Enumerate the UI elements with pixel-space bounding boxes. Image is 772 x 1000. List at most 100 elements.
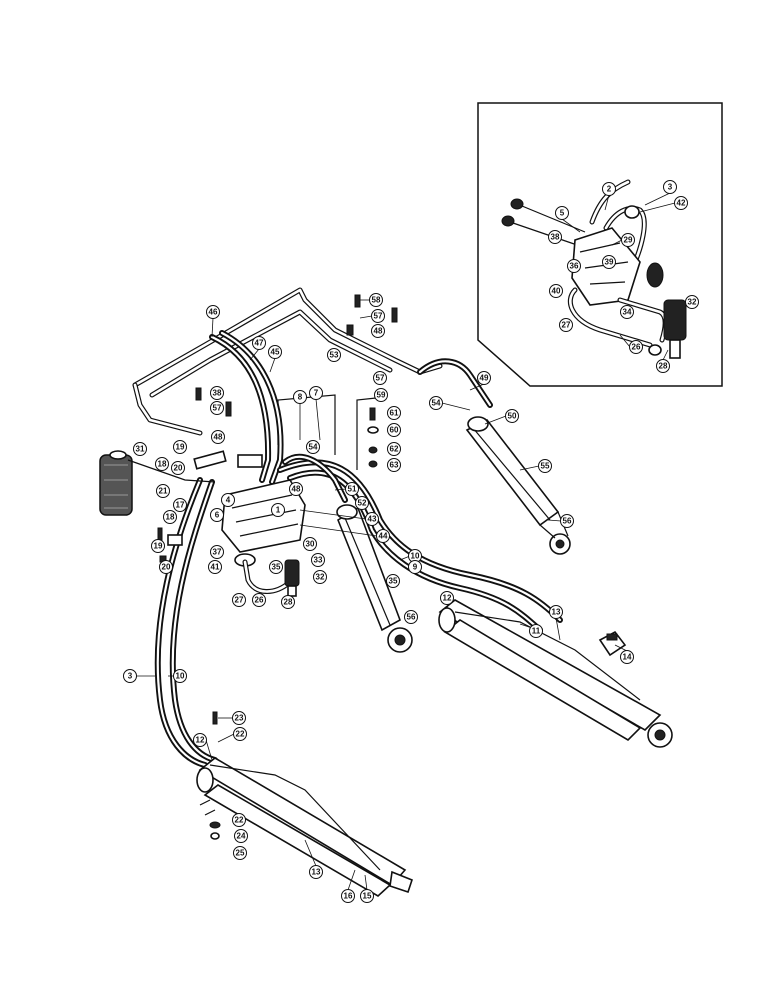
tube-frame [132, 287, 443, 470]
callout-number: 11 [532, 627, 541, 636]
callout-number: 53 [330, 351, 339, 360]
callout-circle [289, 482, 303, 496]
callout-60: 60 [387, 423, 401, 437]
callout-number: 48 [374, 327, 383, 336]
callout-circle [327, 348, 341, 362]
callout-number: 27 [562, 321, 571, 330]
callout-circle [548, 230, 562, 244]
callout-number: 28 [284, 598, 293, 607]
callout-circle [602, 255, 616, 269]
callout-circle [373, 371, 387, 385]
callout-48: 48 [211, 430, 225, 444]
callout-number: 7 [314, 389, 319, 398]
callout-circle [529, 624, 543, 638]
callout-27: 27 [232, 593, 246, 607]
callout-number: 48 [214, 433, 223, 442]
callout-number: 57 [374, 312, 383, 321]
callout-49: 49 [477, 371, 491, 385]
callout-circle [685, 295, 699, 309]
callout-circle [602, 182, 616, 196]
callout-number: 32 [688, 298, 697, 307]
callout-number: 26 [632, 343, 641, 352]
callout-16: 16 [341, 889, 355, 903]
callout-44: 44 [376, 529, 390, 543]
callout-circle [374, 388, 388, 402]
callout-circle [408, 560, 422, 574]
callout-13: 13 [309, 865, 323, 879]
callout-number: 26 [255, 596, 264, 605]
callout-circle [151, 539, 165, 553]
callout-number: 1 [276, 506, 281, 515]
callout-circle [171, 461, 185, 475]
callout-circle [404, 610, 418, 624]
callout-3: 3 [123, 669, 137, 683]
callout-circle [173, 669, 187, 683]
callout-circle [133, 442, 147, 456]
callout-circle [440, 591, 454, 605]
callout-18: 18 [155, 457, 169, 471]
callout-3: 3 [663, 180, 677, 194]
callout-number: 22 [236, 730, 245, 739]
callout-23: 23 [232, 711, 246, 725]
callout-number: 56 [563, 517, 572, 526]
callout-54: 54 [306, 440, 320, 454]
callout-number: 55 [541, 462, 550, 471]
callout-number: 42 [677, 199, 686, 208]
callout-circle [155, 457, 169, 471]
callout-circle [211, 430, 225, 444]
callout-number: 18 [166, 513, 175, 522]
callout-circle [208, 560, 222, 574]
callout-40: 40 [549, 284, 563, 298]
callout-number: 9 [413, 563, 418, 572]
callout-37: 37 [210, 545, 224, 559]
callout-2: 2 [602, 182, 616, 196]
callout-circle [538, 459, 552, 473]
callout-number: 45 [271, 348, 280, 357]
callout-circle [311, 553, 325, 567]
callout-circle [371, 309, 385, 323]
callout-number: 25 [236, 849, 245, 858]
callout-26: 26 [629, 340, 643, 354]
callout-circle [210, 508, 224, 522]
callout-circle [156, 484, 170, 498]
callout-number: 57 [213, 404, 222, 413]
callout-number: 12 [196, 736, 205, 745]
callout-28: 28 [281, 595, 295, 609]
callout-28: 28 [656, 359, 670, 373]
callout-number: 34 [623, 308, 632, 317]
callout-number: 17 [176, 501, 185, 510]
callout-circle [621, 233, 635, 247]
callout-number: 13 [312, 868, 321, 877]
callout-circle [233, 727, 247, 741]
callout-number: 57 [376, 374, 385, 383]
callout-number: 6 [215, 511, 220, 520]
callout-circle [123, 669, 137, 683]
callout-circle [387, 423, 401, 437]
callout-number: 39 [605, 258, 614, 267]
callout-number: 20 [162, 563, 171, 572]
callout-17: 17 [173, 498, 187, 512]
callout-46: 46 [206, 305, 220, 319]
callout-26: 26 [252, 593, 266, 607]
callout-35: 35 [386, 574, 400, 588]
callout-circle [560, 514, 574, 528]
callout-32: 32 [313, 570, 327, 584]
callout-12: 12 [193, 733, 207, 747]
callout-circle [159, 560, 173, 574]
callout-number: 58 [372, 296, 381, 305]
callout-circle [360, 889, 374, 903]
callout-number: 10 [411, 552, 420, 561]
callout-circle [620, 650, 634, 664]
callout-circle [555, 206, 569, 220]
callout-53: 53 [327, 348, 341, 362]
callout-number: 35 [272, 563, 281, 572]
callout-51: 51 [345, 482, 359, 496]
callout-number: 20 [174, 464, 183, 473]
callout-number: 22 [235, 816, 244, 825]
callout-39: 39 [602, 255, 616, 269]
callout-48: 48 [289, 482, 303, 496]
callout-number: 54 [309, 443, 318, 452]
callout-56: 56 [404, 610, 418, 624]
